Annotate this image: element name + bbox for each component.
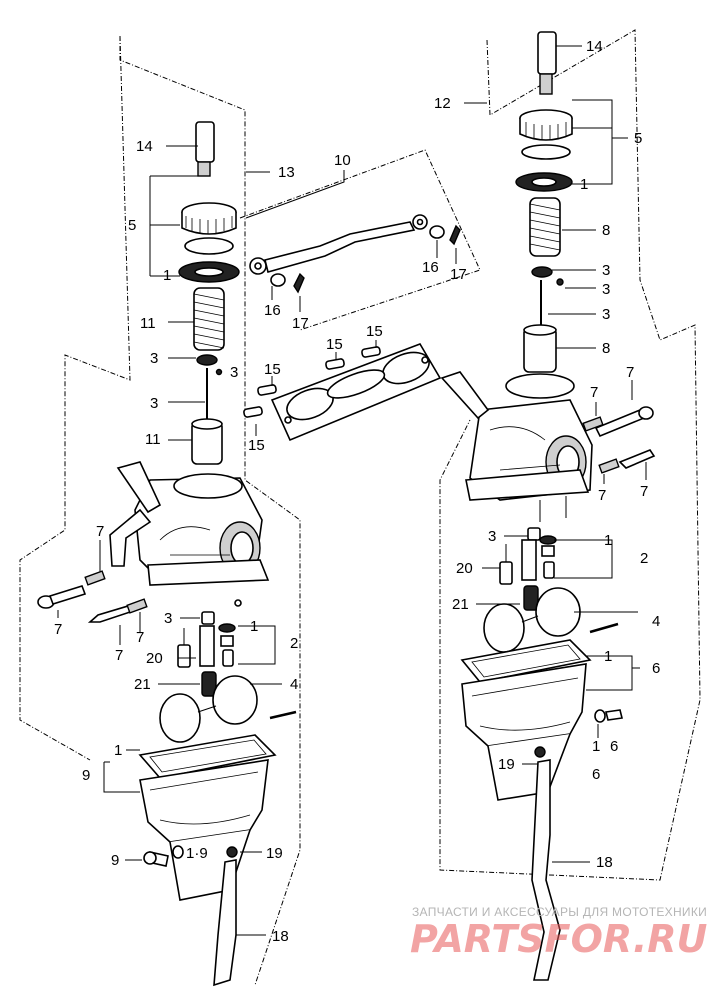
callout-label: 16	[422, 259, 439, 276]
callout-label: 19	[266, 845, 283, 862]
callout-label: 3	[150, 350, 158, 367]
callout-label: 5	[128, 217, 136, 234]
right-callouts: 14 12 5 1 8 3 3 3 8 7 7 7 7 3 1 2 20 21 …	[434, 38, 660, 871]
callout-label: 13	[278, 164, 295, 181]
callout-label: 7	[136, 629, 144, 646]
callout-label: 19	[498, 756, 515, 773]
watermark: ЗАПЧАСТИ И АКСЕССУАРЫ ДЛЯ МОТОТЕХНИКИ PA…	[410, 905, 708, 961]
callout-label: 7	[598, 487, 606, 504]
callout-label: 3	[230, 364, 238, 381]
callout-label: 3	[602, 262, 610, 279]
callout-label: 1·9	[186, 845, 208, 862]
center-callouts: 10 16 17 16 17 15 15 15 15	[248, 152, 467, 454]
callout-label: 2	[640, 550, 648, 567]
center-link-boundary	[239, 149, 481, 331]
callout-label: 10	[334, 152, 351, 169]
callout-label: 21	[134, 676, 151, 693]
callout-label: 8	[602, 340, 610, 357]
left-carburetor	[37, 121, 297, 987]
callout-label: 8	[602, 222, 610, 239]
callout-label: 3	[602, 306, 610, 323]
callout-label: 3	[150, 395, 158, 412]
callout-label: 9	[111, 852, 119, 869]
callout-label: 12	[434, 95, 451, 112]
callout-label: 6	[592, 766, 600, 783]
callout-label: 1	[604, 532, 612, 549]
left-callouts: 14 13 5 1 11 3 3 3 11 7 7 7 7 3 1 2 20 2…	[54, 138, 298, 945]
callout-label: 1	[592, 738, 600, 755]
callout-label: 15	[248, 437, 265, 454]
callout-label: 17	[450, 266, 467, 283]
callout-label: 7	[626, 364, 634, 381]
callout-label: 6	[610, 738, 618, 755]
watermark-logo: PARTSFOR.RU	[410, 917, 708, 961]
callout-label: 21	[452, 596, 469, 613]
callout-label: 3	[164, 610, 172, 627]
leader-lines	[57, 45, 647, 936]
callout-label: 11	[145, 431, 161, 448]
callout-label: 17	[292, 315, 309, 332]
callout-label: 1	[250, 618, 258, 635]
right-assembly-boundary	[439, 29, 701, 881]
callout-label: 1	[163, 267, 171, 284]
callout-label: 7	[54, 621, 62, 638]
callout-label: 2	[290, 635, 298, 652]
callout-label: 4	[290, 676, 298, 693]
callout-label: 16	[264, 302, 281, 319]
watermark-tagline: ЗАПЧАСТИ И АКСЕССУАРЫ ДЛЯ МОТОТЕХНИКИ	[412, 905, 707, 919]
callout-label: 6	[652, 660, 660, 677]
callout-label: 1	[604, 648, 612, 665]
callout-label: 14	[586, 38, 603, 55]
callout-label: 20	[146, 650, 163, 667]
callout-label: 1	[580, 176, 588, 193]
callout-label: 9	[82, 767, 90, 784]
center-parts	[243, 214, 461, 442]
right-carburetor	[440, 31, 656, 981]
callout-label: 15	[366, 323, 383, 340]
callout-label: 11	[140, 315, 156, 332]
callout-label: 4	[652, 613, 660, 630]
callout-label: 7	[96, 523, 104, 540]
callout-label: 15	[326, 336, 343, 353]
callout-label: 3	[488, 528, 496, 545]
callout-label: 20	[456, 560, 473, 577]
callout-label: 5	[634, 130, 642, 147]
callout-label: 3	[602, 281, 610, 298]
callout-label: 18	[596, 854, 613, 871]
left-assembly-boundary	[19, 35, 301, 986]
callout-label: 1	[114, 742, 122, 759]
callout-label: 7	[115, 647, 123, 664]
callout-label: 14	[136, 138, 153, 155]
callout-label: 7	[640, 483, 648, 500]
callout-label: 18	[272, 928, 289, 945]
callout-label: 7	[590, 384, 598, 401]
callout-label: 15	[264, 361, 281, 378]
